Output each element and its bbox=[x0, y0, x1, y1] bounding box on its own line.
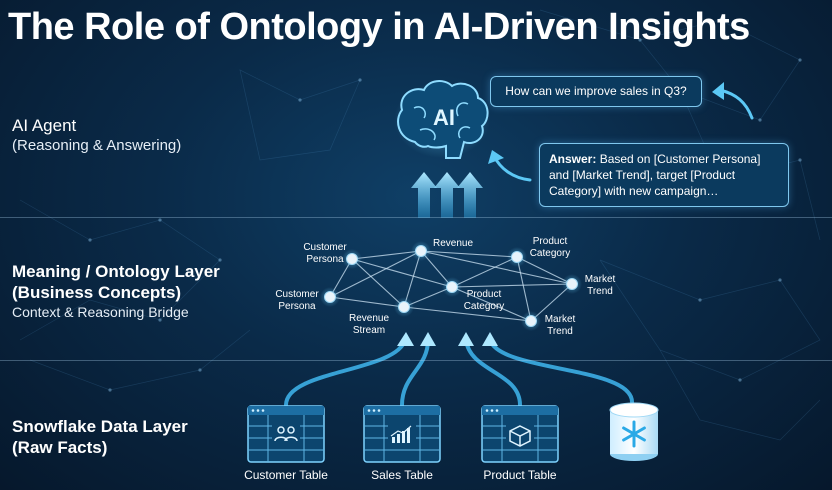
data-layer-name-2: (Raw Facts) bbox=[12, 438, 108, 457]
node-label-line1: Market bbox=[544, 314, 576, 325]
ontology-edges bbox=[329, 250, 573, 322]
ontology-edge-product-category-top-market-trend-top bbox=[516, 256, 573, 285]
ontology-node-market-trend-bottom bbox=[525, 315, 537, 327]
ontology-nodes bbox=[320, 241, 582, 331]
ontology-edge-product-category-mid-market-trend-bottom bbox=[451, 286, 532, 322]
background-network bbox=[19, 9, 821, 441]
product-table-label: Product Table bbox=[483, 468, 557, 482]
divider-bottom bbox=[0, 360, 832, 361]
ontology-node-label-revenue: Revenue bbox=[428, 238, 478, 250]
ontology-edge-product-category-mid-product-category-top bbox=[451, 256, 518, 288]
ontology-layer-name-2: (Business Concepts) bbox=[12, 283, 182, 302]
data-layer-label: Snowflake Data Layer (Raw Facts) bbox=[12, 416, 188, 458]
node-label-line2: Trend bbox=[547, 326, 573, 337]
ontology-node-product-category-mid bbox=[446, 281, 458, 293]
node-label-line2: Persona bbox=[278, 301, 316, 312]
product-table-icon bbox=[481, 405, 559, 463]
sales-table-label: Sales Table bbox=[371, 468, 433, 482]
node-label-line2: Category bbox=[463, 301, 505, 312]
node-label-line2: Persona bbox=[306, 254, 344, 265]
chart-icon bbox=[390, 425, 412, 443]
ontology-edge-customer-persona-left-revenue-stream bbox=[329, 296, 405, 308]
agent-layer-name: AI Agent bbox=[12, 116, 77, 135]
ontology-edge-revenue-customer-persona-left bbox=[329, 250, 422, 298]
ontology-edge-revenue-market-trend-top bbox=[420, 250, 573, 285]
question-bubble: How can we improve sales in Q3? bbox=[490, 76, 702, 107]
ontology-edge-customer-persona-top-revenue bbox=[351, 250, 422, 260]
customer-table-icon bbox=[247, 405, 325, 463]
node-label-line1: Product bbox=[466, 289, 502, 300]
ontology-edge-product-category-top-market-trend-bottom bbox=[516, 256, 532, 322]
ontology-edge-customer-persona-top-product-category-mid bbox=[351, 258, 453, 288]
ontology-edge-revenue-stream-market-trend-bottom bbox=[403, 306, 532, 322]
ontology-node-product-category-top bbox=[511, 251, 523, 263]
agent-layer-subtitle: (Reasoning & Answering) bbox=[12, 137, 182, 154]
sales-table-icon bbox=[363, 405, 441, 463]
node-label-line1: Revenue bbox=[432, 238, 474, 249]
node-label-line1: Customer bbox=[303, 242, 347, 253]
brain-icon bbox=[394, 80, 490, 159]
node-label-line1: Customer bbox=[275, 289, 319, 300]
ontology-layer-subtitle: Context & Reasoning Bridge bbox=[12, 304, 189, 320]
customer-table-label: Customer Table bbox=[244, 468, 328, 482]
ontology-edge-customer-persona-top-revenue-stream bbox=[351, 258, 405, 308]
ontology-node-customer-persona-top bbox=[346, 253, 358, 265]
pipe-arrowheads bbox=[397, 332, 498, 346]
upward-arrows bbox=[411, 172, 483, 218]
page-title: The Role of Ontology in AI-Driven Insigh… bbox=[8, 6, 750, 48]
answer-bubble: Answer: Based on [Customer Persona] and … bbox=[539, 143, 789, 207]
box-icon bbox=[509, 425, 531, 447]
node-label-line2: Stream bbox=[352, 325, 386, 336]
node-label-line1: Product bbox=[532, 236, 568, 247]
people-icon bbox=[274, 426, 298, 442]
ontology-layer-label: Meaning / Ontology Layer (Business Conce… bbox=[12, 261, 220, 322]
ontology-node-market-trend-top bbox=[566, 278, 578, 290]
curved-arrowheads bbox=[488, 82, 724, 164]
ontology-node-revenue-stream bbox=[398, 301, 410, 313]
ontology-node-revenue bbox=[415, 245, 427, 257]
snowflake-icon bbox=[622, 420, 646, 448]
agent-layer-label: AI Agent (Reasoning & Answering) bbox=[12, 115, 181, 155]
node-label-line1: Market bbox=[584, 274, 616, 285]
answer-text: Based on [Customer Persona] and [Market … bbox=[549, 152, 761, 198]
node-label-line2: Category bbox=[529, 248, 571, 259]
data-layer-name: Snowflake Data Layer bbox=[12, 417, 188, 436]
ontology-edge-revenue-product-category-top bbox=[420, 250, 518, 258]
node-label-line1: Revenue bbox=[348, 313, 390, 324]
ontology-node-customer-persona-left bbox=[324, 291, 336, 303]
answer-lead: Answer: bbox=[549, 152, 597, 166]
snowflake-database-icon bbox=[609, 402, 659, 461]
brain-ai-label: AI bbox=[433, 105, 455, 130]
ontology-edge-product-category-mid-market-trend-top bbox=[451, 283, 573, 288]
data-pipes bbox=[284, 338, 634, 407]
node-label-line2: Trend bbox=[587, 286, 613, 297]
divider-top bbox=[0, 217, 832, 218]
ontology-layer-name: Meaning / Ontology Layer bbox=[12, 262, 220, 281]
